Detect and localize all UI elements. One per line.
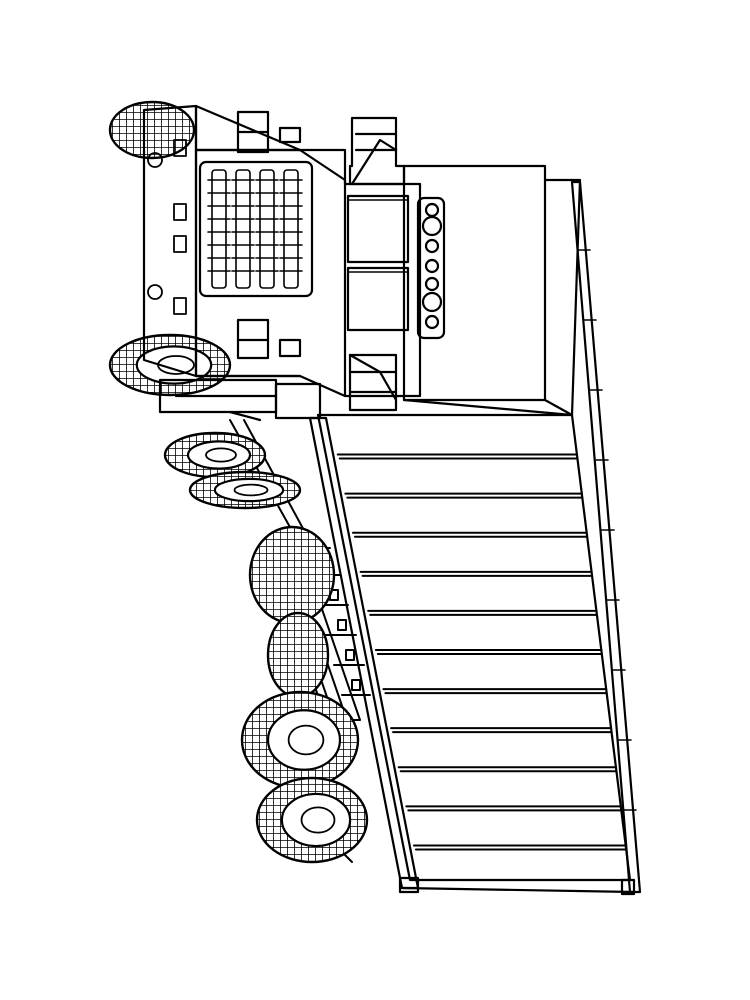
tire	[266, 611, 330, 699]
trailer-rear-corner-2	[620, 878, 636, 896]
roof-lights	[416, 196, 446, 340]
tire	[163, 431, 267, 479]
cab-window-bottom	[346, 266, 410, 332]
grille-bar	[235, 169, 251, 289]
mirrors	[236, 110, 302, 360]
wheels	[108, 100, 369, 864]
trailer-slats	[336, 453, 627, 851]
tire	[255, 776, 369, 864]
grille	[207, 169, 303, 289]
trailer-rear-corner	[398, 876, 420, 894]
exhaust-stacks	[348, 116, 406, 412]
front-lights	[147, 139, 187, 315]
trailer-roof-ribs	[577, 249, 637, 811]
trailer	[308, 164, 642, 896]
tire	[108, 333, 232, 397]
hood	[142, 104, 198, 378]
tire	[248, 525, 336, 625]
tire	[240, 690, 360, 790]
grille-bar	[259, 169, 275, 289]
grille-bar	[283, 169, 299, 289]
cab	[142, 104, 446, 422]
trailer-roof	[570, 180, 642, 894]
tire	[108, 100, 196, 160]
grille-bar	[211, 169, 227, 289]
tire	[188, 470, 302, 510]
grille-frame	[198, 160, 314, 298]
cab-window-top	[346, 194, 410, 264]
